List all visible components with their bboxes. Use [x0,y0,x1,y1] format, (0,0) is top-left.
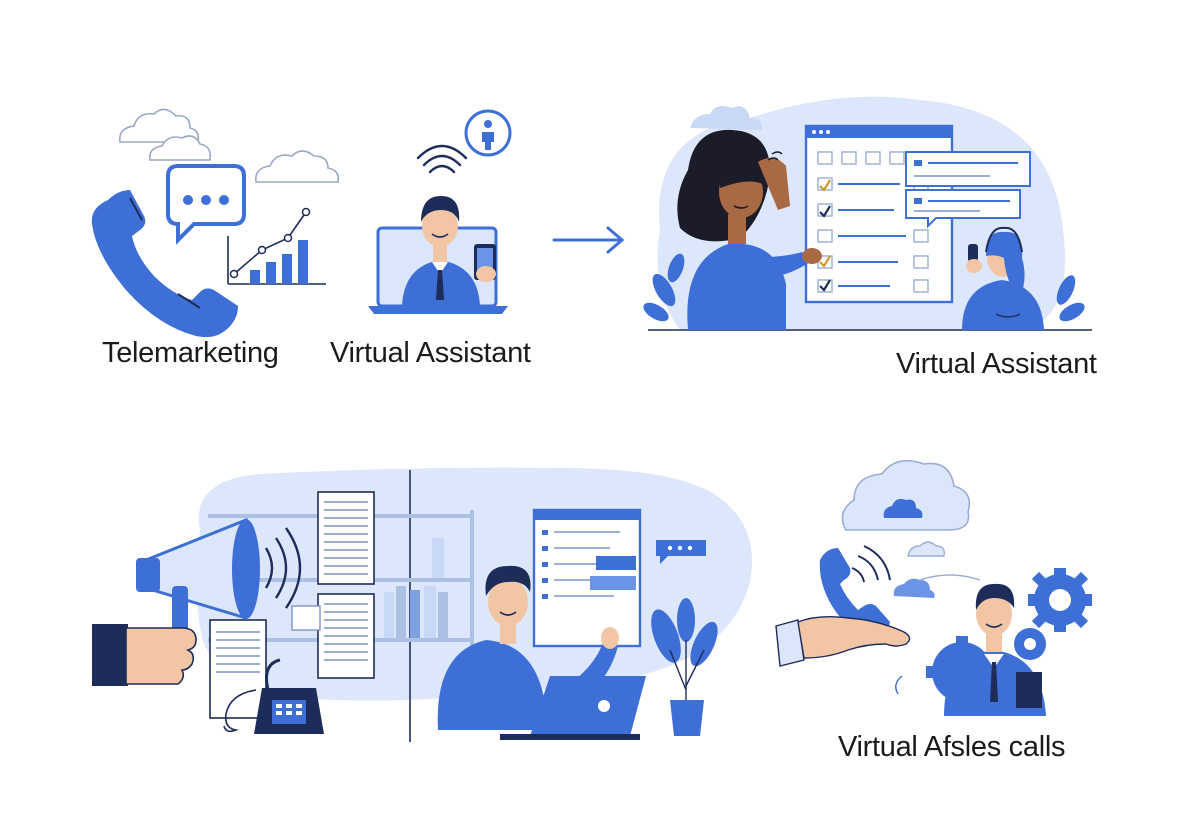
chat-bubble-icon [590,540,706,590]
signal-waves-icon [416,144,468,174]
businessman-avatar [944,583,1046,716]
assistant-avatar [402,196,480,306]
hand-holding-megaphone [92,624,197,686]
woman-at-board [677,129,822,330]
growth-chart-icon [227,207,326,285]
smartphone-icon [474,244,496,282]
virtual-calls-panel [775,459,1092,716]
cloud-icon [118,108,340,183]
hand-icon [775,615,911,667]
cloud-icon [841,459,971,598]
person-badge-icon [464,109,512,157]
arrow-right-icon [552,226,625,254]
phone-handset-icon [819,545,891,637]
speech-bubble-icon [166,164,246,245]
plant-icon [643,253,1085,322]
headset-agent-icon [962,226,1044,330]
virtual-assistant-panel-left [368,109,512,314]
books [384,538,448,638]
document-lines [216,501,368,673]
caption-virtual-assistant-right: Virtual Assistant [896,348,1097,380]
phone-handset-icon [91,190,238,338]
man-at-laptop [437,565,646,740]
caption-telemarketing: Telemarketing [102,337,279,369]
office-panel [92,467,752,742]
document-icon [209,491,375,719]
caption-virtual-assistant-left: Virtual Assistant [330,337,531,369]
caption-virtual-calls: Virtual Afsles calls [838,731,1066,763]
plant-icon [651,598,718,736]
virtual-assistant-panel-right [643,96,1092,331]
desk-phone-icon [223,658,324,734]
chat-bubble-icon [905,151,1031,229]
telemarketing-panel [91,108,340,338]
